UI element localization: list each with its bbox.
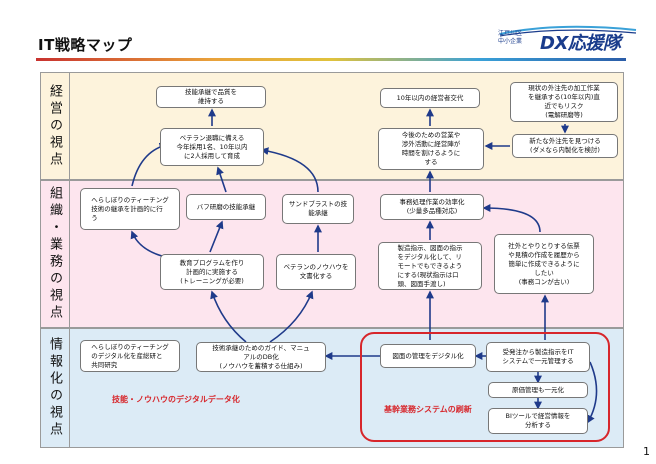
arrow-buff-to-hire bbox=[216, 166, 227, 193]
arrow-training-to-buff bbox=[209, 220, 224, 253]
box-training-program: 教育プログラムを作り 計画的に実施する (トレーニングが必要) bbox=[160, 254, 264, 290]
box-cost-management: 原価管理も一元化 bbox=[488, 382, 588, 398]
label-core-system: 基幹業務システムの刷新 bbox=[384, 405, 472, 414]
box-office-efficiency: 事務処理作業の効率化 (少量多品種対応) bbox=[380, 194, 484, 220]
box-buff-succession: バフ研磨の技能承継 bbox=[186, 194, 266, 220]
box-guide-db: 技術承継のためのガイド、マニュ アルのDB化 (ノウハウを蓄積する仕組み) bbox=[196, 342, 326, 372]
box-sandblast-succession: サンドブラストの技 能承継 bbox=[282, 194, 354, 224]
page-number: 1 bbox=[643, 445, 650, 458]
box-teaching-research: へらしぼりのティーチング のデジタル化を産総研と 共同研究 bbox=[80, 340, 180, 372]
page-title: IT戦略マップ bbox=[38, 36, 133, 54]
logo-swoosh-icon bbox=[499, 25, 637, 37]
box-successor: 10年以内の経営者交代 bbox=[380, 88, 480, 108]
arrow-sandblast-to-hire bbox=[260, 147, 319, 193]
box-maintain-quality: 技能承継で品質を 維持する bbox=[156, 86, 266, 108]
core-system-frame bbox=[360, 332, 610, 442]
box-sales-time: 今後のための営業や 渉外活動に経営陣が 時間を割けるように する bbox=[378, 128, 484, 170]
arrow-guide-to-knowhow bbox=[269, 290, 314, 343]
label-digital-data: 技能・ノウハウのデジタルデータ化 bbox=[112, 395, 240, 404]
box-digital-drawing: 製造指示、図面の指示 をデジタル化して、リ モートでもできるよう にする(現状指… bbox=[378, 242, 482, 290]
box-slip-estimate: 社外とやりとりする伝票 や見積の作成を履歴から 簡単に作成できるように したい … bbox=[494, 234, 594, 294]
arrow-ordermgmt-to-bi bbox=[587, 361, 598, 424]
box-hire-plan: ベテラン退職に備える 今年採用1名、10年以内 に2人採用して育成 bbox=[160, 128, 264, 166]
box-drawing-management: 図面の管理をデジタル化 bbox=[380, 344, 476, 368]
arrow-guide-to-training bbox=[210, 290, 247, 343]
box-bi-analysis: BIツールで経営情報を 分析する bbox=[488, 408, 588, 434]
box-document-knowhow: ベテランのノウハウを 文書化する bbox=[276, 254, 356, 290]
title-rule bbox=[36, 58, 626, 61]
box-teaching-succession: へらしぼりのティーチング 技術の継承を計画的に行 う bbox=[80, 188, 180, 230]
logo: DX応援隊 bbox=[540, 33, 621, 54]
band-label-information: 情報化の視点 bbox=[40, 328, 70, 448]
band-label-organization: 組織・業務の視点 bbox=[40, 180, 70, 328]
arrow-slip-to-office bbox=[482, 204, 541, 233]
band-label-management: 経営の視点 bbox=[40, 72, 70, 180]
logo-subtext: 江戸川区 中小企業 bbox=[498, 30, 523, 45]
box-order-management: 受発注から製造指示をIT システムで一元管理する bbox=[486, 342, 590, 372]
box-new-vendor: 新たな外注先を見つける (ダメなら内製化を検討) bbox=[512, 134, 618, 158]
box-vendor-risk: 現状の外注先の加工作業 を継承する(10年以内)直 近でもリスク (電解研磨等) bbox=[510, 82, 618, 122]
